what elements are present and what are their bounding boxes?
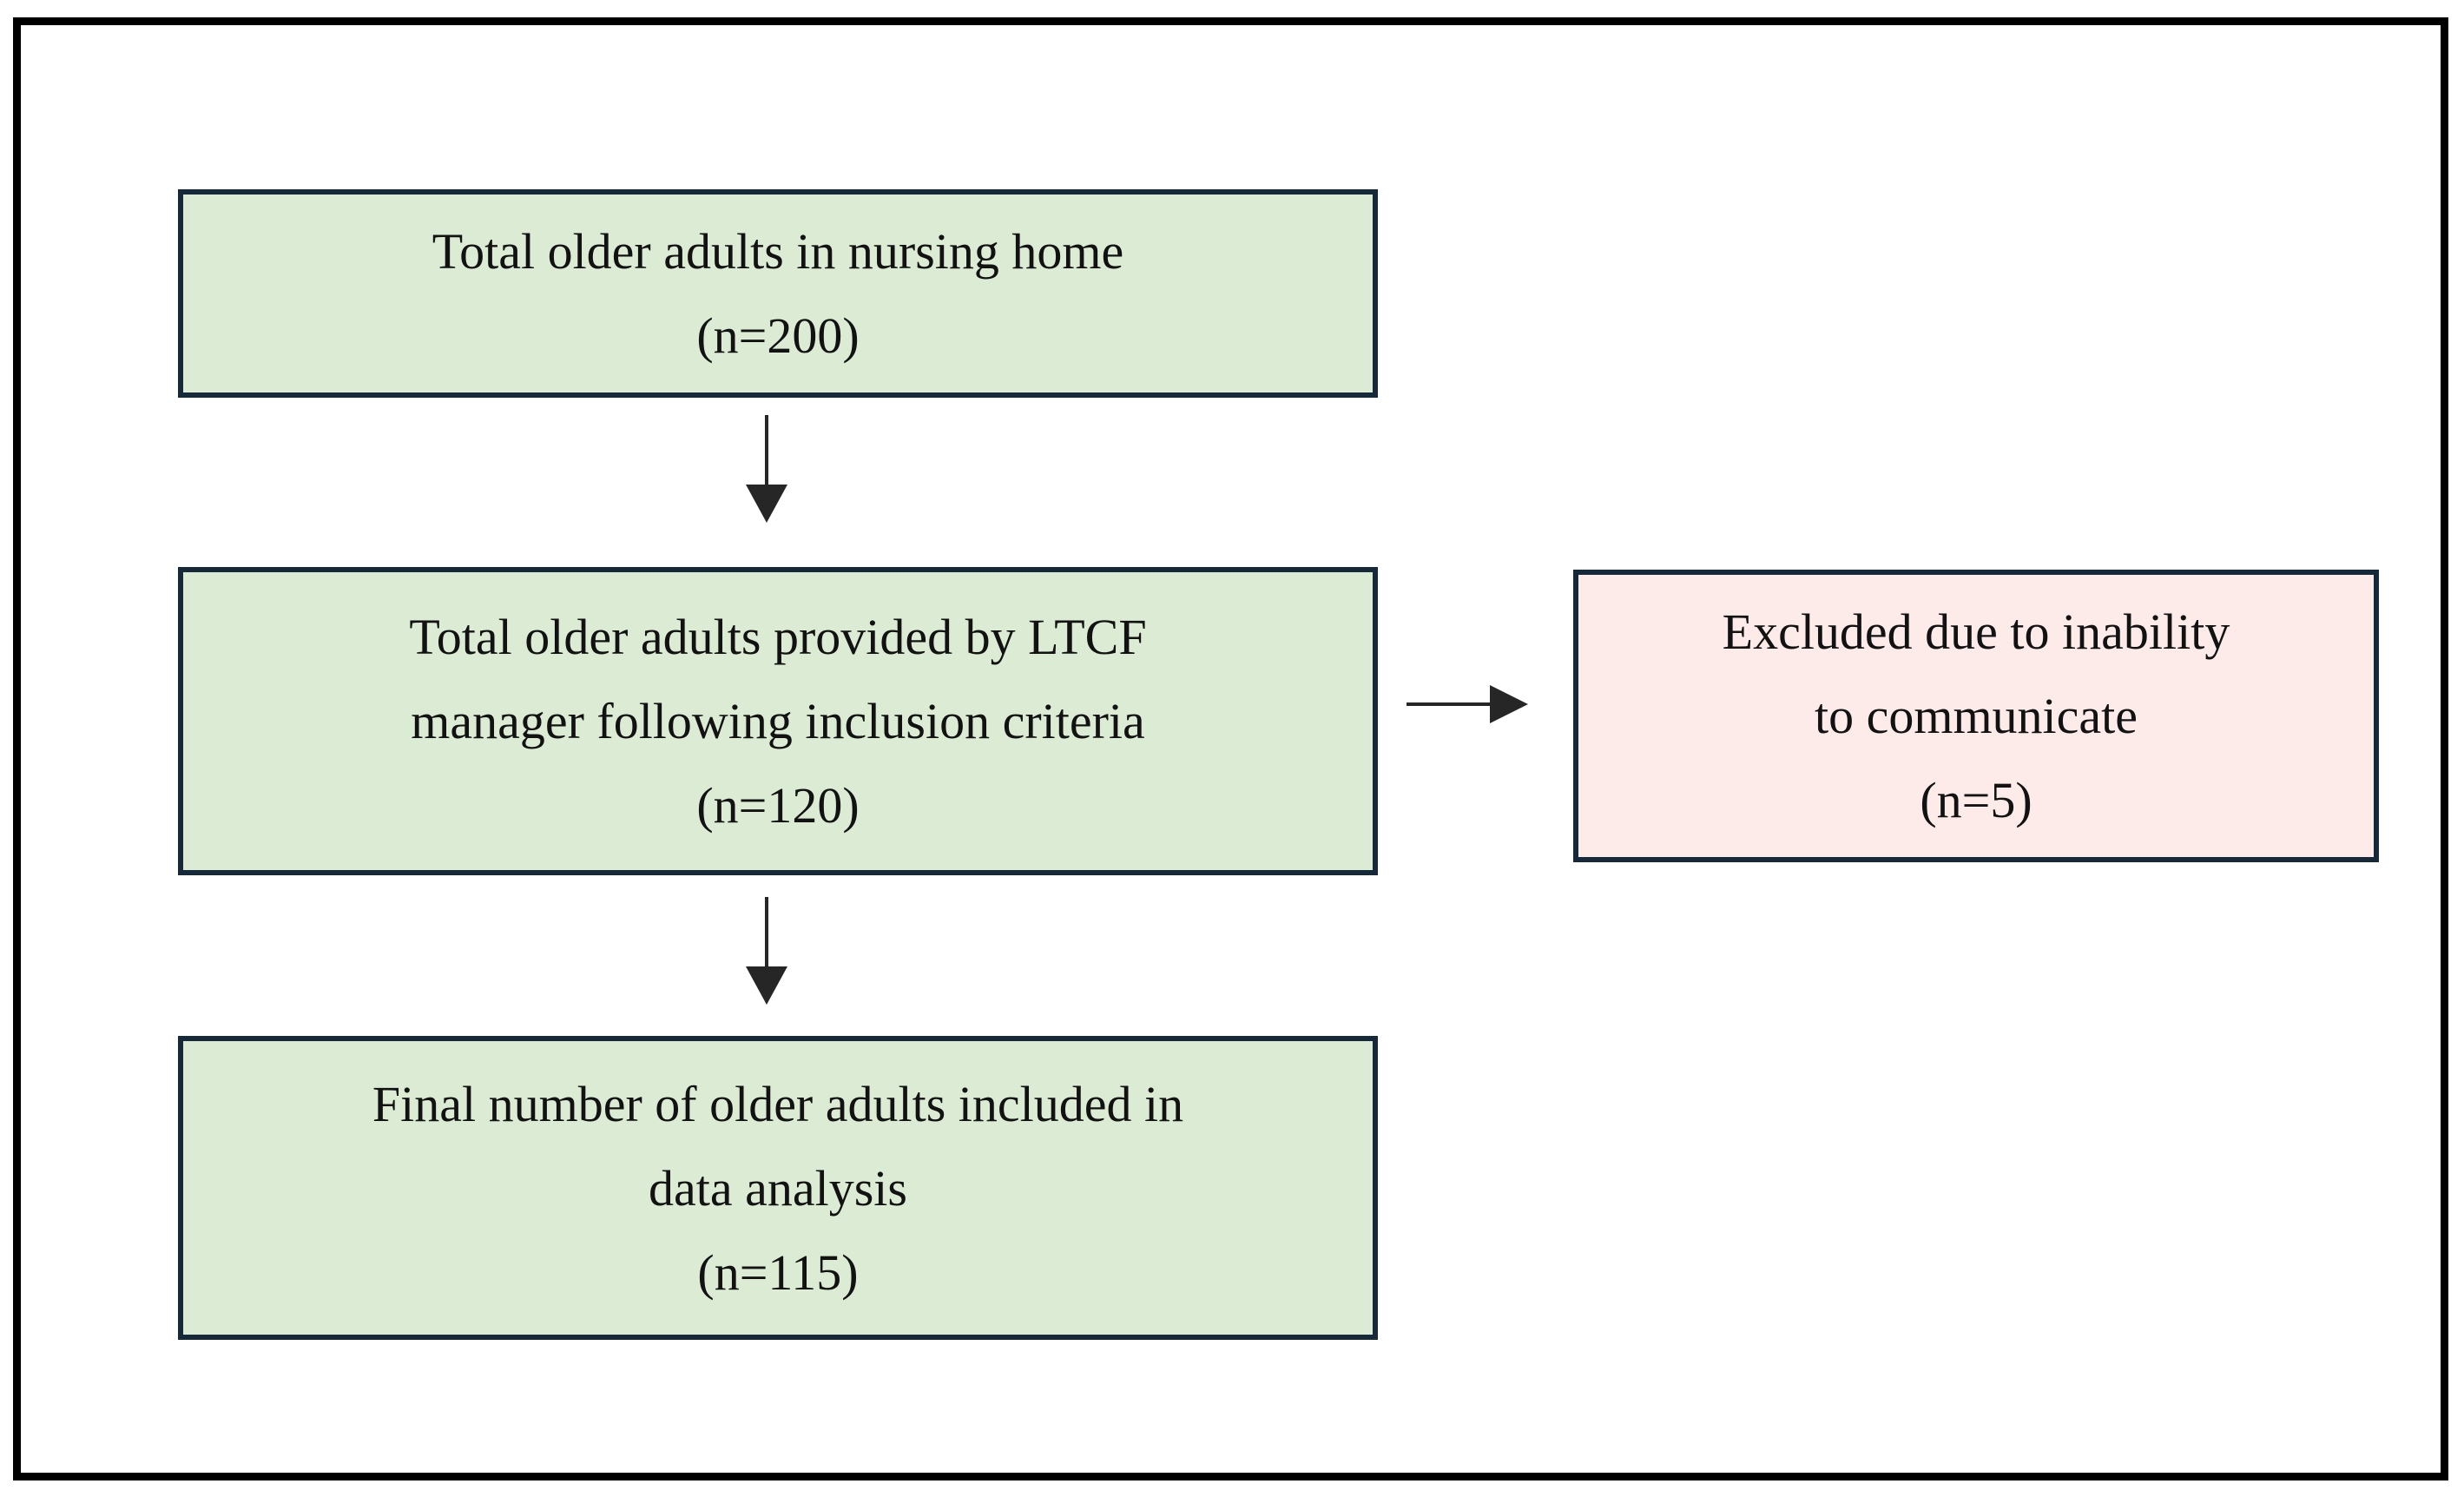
arrow-shaft xyxy=(765,415,768,485)
node-inclusion-criteria: Total older adults provided by LTCF mana… xyxy=(178,567,1378,875)
node-total-adults: Total older adults in nursing home (n=20… xyxy=(178,189,1378,398)
node-count-line: (n=5) xyxy=(1920,772,2032,828)
node-count-line: (n=115) xyxy=(697,1243,859,1301)
arrow-right-icon xyxy=(1407,685,1528,723)
node-count-line: (n=200) xyxy=(696,307,860,364)
arrow-shaft xyxy=(1407,702,1490,706)
node-count-line: (n=120) xyxy=(696,777,860,834)
node-excluded: Excluded due to inability to communicate… xyxy=(1573,570,2379,862)
node-text-line: Total older adults provided by LTCF xyxy=(409,609,1147,665)
node-final-analysis: Final number of older adults included in… xyxy=(178,1036,1378,1340)
arrow-down-icon xyxy=(746,897,787,1005)
node-text-line: Total older adults in nursing home xyxy=(432,223,1124,280)
arrow-head xyxy=(746,966,787,1005)
node-text-line: Final number of older adults included in xyxy=(372,1075,1184,1132)
arrow-head xyxy=(746,485,787,523)
arrow-down-icon xyxy=(746,415,787,523)
node-text-line: manager following inclusion criteria xyxy=(411,693,1145,749)
diagram-border xyxy=(13,17,2448,1481)
node-text-line: Excluded due to inability xyxy=(1722,603,2230,660)
node-text-line: to communicate xyxy=(1814,688,2138,744)
arrow-head xyxy=(1490,685,1528,723)
arrow-shaft xyxy=(765,897,768,966)
node-text-line: data analysis xyxy=(649,1159,907,1217)
